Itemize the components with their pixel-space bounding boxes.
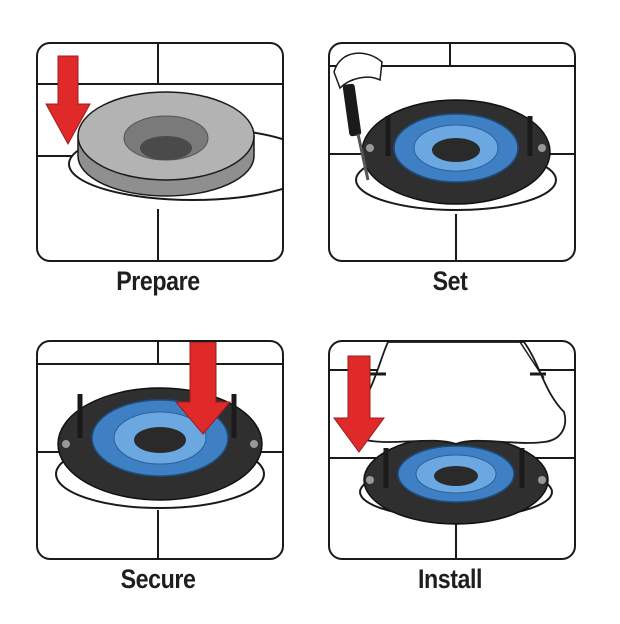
flange-bolts [385,116,533,156]
step-label-install: Install [417,564,483,594]
toilet-bowl-icon [350,342,566,445]
step-label-set: Set [432,266,468,296]
secure-illustration [38,342,282,558]
step-set-panel [328,42,576,262]
screwdriver-icon [333,52,383,181]
down-arrow-icon [333,355,385,453]
step-secure-panel [36,340,284,560]
install-illustration [330,342,574,558]
step-label-secure: Secure [120,564,196,594]
down-arrow-icon [45,55,91,146]
prepare-illustration [38,44,282,260]
step-label-prepare: Prepare [116,266,200,296]
step-install-panel [328,340,576,560]
flange-bolts [77,394,237,438]
step-prepare-panel [36,42,284,262]
flange-seal-icon [57,387,263,501]
flange-seal-icon [363,435,549,525]
wax-ring-icon [77,91,255,197]
flange-bolts [383,448,525,488]
set-illustration [330,44,574,260]
flange-seal-icon [361,99,551,205]
down-arrow-icon [174,342,232,435]
